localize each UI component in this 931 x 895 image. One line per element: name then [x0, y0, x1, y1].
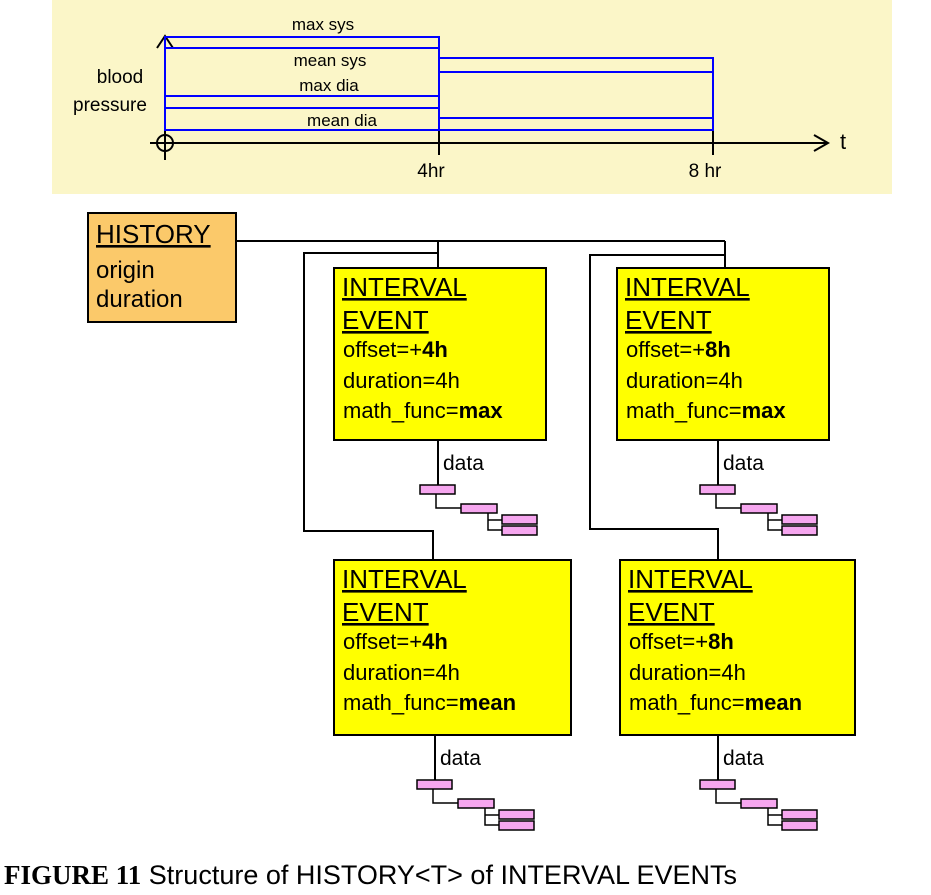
event-math-func: math_func=mean	[629, 690, 802, 715]
data-tree-connector	[487, 513, 502, 531]
data-label: data	[440, 747, 481, 770]
history-box-bg	[87, 212, 237, 323]
time-axis-label: t	[840, 129, 846, 154]
event-title-line1: INTERVAL	[342, 564, 467, 594]
connector-event-4	[589, 254, 725, 560]
event-math-func: math_func=max	[626, 398, 786, 423]
data-tree	[699, 779, 818, 831]
event-title-line2: EVENT	[342, 305, 429, 335]
data-label: data	[723, 452, 764, 475]
interval-event-box	[333, 267, 547, 441]
event-title-line2: EVENT	[625, 305, 712, 335]
data-node	[740, 798, 778, 809]
diagram-canvas: blood pressure 4hr 8 hr t max sys mean s…	[52, 0, 892, 831]
timeline-panel: blood pressure 4hr 8 hr t max sys mean s…	[52, 0, 892, 194]
origin-marker	[156, 134, 174, 152]
x-axis-arrowhead	[813, 134, 831, 152]
event-math-func-value: max	[459, 398, 504, 423]
connectors	[236, 240, 726, 560]
data-tree-connector	[432, 789, 458, 804]
data-tree	[699, 484, 818, 536]
data-tree-connector	[715, 789, 741, 804]
event-duration: duration=4h	[629, 660, 746, 685]
connector-event-3	[303, 252, 438, 560]
data-tree-connector	[484, 808, 499, 826]
data-node	[501, 525, 538, 536]
data-node	[416, 779, 453, 790]
event-math-func-value: mean	[459, 690, 516, 715]
event-title-line2: EVENT	[342, 597, 429, 627]
data-node	[781, 525, 818, 536]
series-label-max-dia: max dia	[299, 76, 359, 95]
event-offset-value: 8h	[705, 337, 731, 362]
history-title: HISTORY	[96, 219, 211, 249]
event-math-func-value: max	[742, 398, 787, 423]
event-duration: duration=4h	[343, 660, 460, 685]
interval-event-box	[616, 267, 830, 441]
data-tree-connector	[767, 513, 782, 531]
event-duration: duration=4h	[343, 368, 460, 393]
data-node	[781, 514, 818, 525]
y-axis-label-line2: pressure	[73, 95, 147, 116]
data-node	[740, 503, 778, 514]
event-title-line1: INTERVAL	[342, 272, 467, 302]
series-label-mean-dia: mean dia	[307, 111, 377, 130]
y-axis-label-line1: blood	[97, 67, 144, 88]
event-title-line1: INTERVAL	[628, 564, 753, 594]
interval-event-box	[333, 559, 572, 736]
tick-8hr-label: 8 hr	[689, 161, 722, 182]
history-box: HISTORY origin duration	[87, 212, 237, 323]
interval-event-box	[619, 559, 856, 736]
series-label-mean-sys: mean sys	[294, 51, 367, 70]
data-node	[781, 820, 818, 831]
event-offset-value: 4h	[422, 337, 448, 362]
data-node	[457, 798, 495, 809]
history-field-origin: origin	[96, 257, 155, 284]
data-node	[498, 809, 535, 820]
data-node	[460, 503, 498, 514]
data-node	[699, 779, 736, 790]
history-field-duration: duration	[96, 286, 183, 313]
data-node	[498, 820, 535, 831]
event-math-func: math_func=mean	[343, 690, 516, 715]
data-tree-connector	[715, 494, 741, 509]
event-duration: duration=4h	[626, 368, 743, 393]
data-node	[781, 809, 818, 820]
figure-label: FIGURE 11	[4, 860, 142, 890]
event-offset-value: 8h	[708, 629, 734, 654]
event-offset: offset=+8h	[629, 629, 734, 654]
event-math-func: math_func=max	[343, 398, 503, 423]
event-offset: offset=+4h	[343, 337, 448, 362]
series-label-max-sys: max sys	[292, 15, 354, 34]
data-label: data	[443, 452, 484, 475]
data-tree	[419, 484, 538, 536]
data-node	[501, 514, 538, 525]
data-tree-connector	[435, 494, 461, 509]
data-node	[699, 484, 736, 495]
data-label: data	[723, 747, 764, 770]
interval-2-max-sys-bar	[438, 57, 714, 131]
event-offset: offset=+4h	[343, 629, 448, 654]
event-math-func-value: mean	[745, 690, 802, 715]
figure-caption: FIGURE 11 Structure of HISTORY<T> of INT…	[4, 860, 737, 891]
data-tree	[416, 779, 535, 831]
tick-4hr-label: 4hr	[417, 161, 445, 182]
data-tree-connector	[767, 808, 782, 826]
data-node	[419, 484, 456, 495]
event-title-line1: INTERVAL	[625, 272, 750, 302]
event-offset: offset=+8h	[626, 337, 731, 362]
event-title-line2: EVENT	[628, 597, 715, 627]
figure-caption-text: Structure of HISTORY<T> of INTERVAL EVEN…	[148, 860, 738, 890]
event-offset-value: 4h	[422, 629, 448, 654]
